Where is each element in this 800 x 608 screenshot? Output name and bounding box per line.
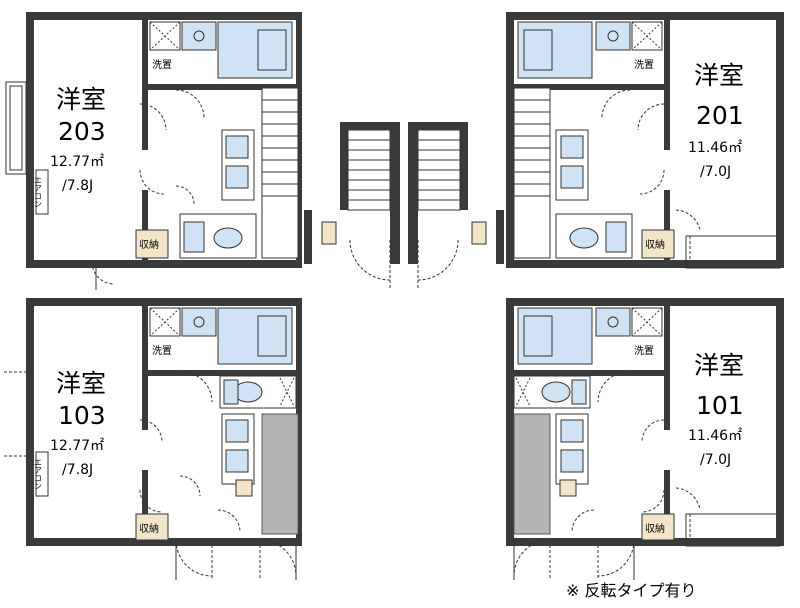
- unit-101-jo: /7.0J: [700, 452, 731, 468]
- unit-103-wash-label: 洗置: [152, 345, 172, 357]
- unit-103-ac-label: エアコン: [34, 458, 43, 490]
- unit-103-storage: [135, 513, 169, 541]
- unit-201: 洗置 収納 洋室 201 11.46㎡ /7.0J: [506, 12, 784, 269]
- unit-201-kitchen: [555, 129, 589, 201]
- unit-201-balcony: [685, 235, 781, 269]
- unit-203: 洗置 収納 エアコン: [5, 12, 302, 290]
- unit-101-storage-label: 収納: [645, 522, 665, 535]
- unit-203-kitchen: [221, 129, 255, 201]
- unit-101-area: 11.46㎡: [688, 428, 742, 444]
- reverse-type-note: ※ 反転タイプ有り: [566, 581, 697, 600]
- unit-203-bay-window: [5, 81, 27, 175]
- unit-203-room-number: 203: [58, 117, 106, 146]
- unit-201-bathtub: [517, 21, 593, 79]
- unit-201-stairs: [513, 87, 551, 259]
- unit-101-room-number: 101: [696, 391, 744, 420]
- unit-203-jo: /7.8J: [62, 178, 93, 194]
- unit-201-washer-space: [631, 21, 663, 51]
- unit-201-room-number: 201: [696, 101, 744, 130]
- unit-203-area: 12.77㎡: [50, 154, 104, 170]
- common-stairs-left: [304, 122, 400, 290]
- unit-201-storage-label: 収納: [645, 238, 665, 251]
- unit-203-stairs: [261, 87, 299, 259]
- unit-103-washer-space: [149, 307, 181, 337]
- unit-201-room-label: 洋室: [694, 61, 744, 90]
- unit-101-bathtub: [517, 307, 593, 365]
- unit-103-room-number: 103: [58, 401, 106, 430]
- unit-103-area: 12.77㎡: [50, 438, 104, 454]
- unit-103-bathtub: [217, 307, 293, 365]
- unit-103-toilet-room: [219, 375, 297, 409]
- unit-203-storage: [135, 229, 169, 259]
- unit-101: 洗置 収納 洋室 101 11.46㎡ /7.0J: [506, 298, 784, 580]
- unit-203-room-label: 洋室: [56, 85, 106, 114]
- unit-101-storage: [641, 513, 675, 541]
- unit-203-washbasin: [181, 21, 217, 51]
- unit-101-washbasin: [595, 307, 631, 337]
- unit-103-stairs: [261, 413, 299, 535]
- unit-101-washer-space: [631, 307, 663, 337]
- unit-203-bathtub: [217, 21, 293, 79]
- unit-103-room-label: 洋室: [56, 369, 106, 398]
- unit-101-wash-label: 洗置: [634, 345, 654, 357]
- unit-201-jo: /7.0J: [700, 164, 731, 180]
- unit-101-toilet-room: [513, 375, 591, 409]
- unit-201-storage: [641, 229, 675, 259]
- unit-103: 洗置 収納 エアコン 洋室 103 12.77㎡ /7.8J: [4, 298, 302, 580]
- unit-203-ac-label: エアコン: [34, 176, 43, 208]
- unit-203-air-conditioner: [35, 169, 49, 215]
- common-stairs-right: [408, 122, 504, 290]
- unit-201-wash-label: 洗置: [634, 59, 654, 71]
- unit-103-jo: /7.8J: [62, 462, 93, 478]
- unit-103-washbasin: [181, 307, 217, 337]
- unit-203-wash-label: 洗置: [152, 59, 172, 71]
- unit-103-air-conditioner: [35, 451, 49, 497]
- unit-201-toilet-room: [555, 213, 633, 259]
- unit-101-room-label: 洋室: [694, 351, 744, 380]
- unit-101-balcony: [685, 513, 781, 547]
- unit-203-washer-space: [149, 21, 181, 51]
- unit-201-area: 11.46㎡: [688, 140, 742, 156]
- unit-101-stairs: [513, 413, 551, 535]
- unit-103-storage-label: 収納: [139, 522, 159, 535]
- unit-201-washbasin: [595, 21, 631, 51]
- unit-203-toilet-room: [179, 213, 257, 259]
- unit-203-storage-label: 収納: [139, 238, 159, 251]
